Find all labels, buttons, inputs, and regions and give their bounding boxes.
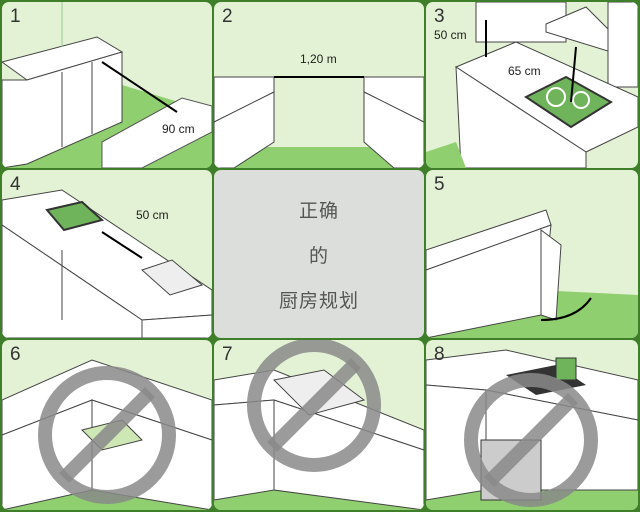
hood-gap-label: 50 cm <box>434 28 467 42</box>
prohibition-icon <box>38 366 176 504</box>
panel-5: 5 <box>426 170 638 338</box>
panel-number: 4 <box>10 174 21 195</box>
title-line-2: 的 <box>308 244 329 267</box>
wrong-drawer-under-hob-illustration <box>426 349 638 510</box>
corner-door-illustration <box>426 209 638 338</box>
panel-2: 2 1,20 m <box>214 2 424 168</box>
panel-1: 1 90 cm <box>2 2 212 168</box>
panel-3: 3 50 cm 65 cm <box>426 2 638 168</box>
corridor-width-illustration <box>2 2 212 168</box>
panel-number: 5 <box>434 174 445 195</box>
panel-7: 7 <box>214 340 424 510</box>
prohibition-icon <box>464 373 598 507</box>
panel-6: 6 <box>2 340 212 510</box>
panel-number: 6 <box>10 344 21 365</box>
panel-number: 7 <box>222 344 233 365</box>
measure-label: 90 cm <box>162 122 195 136</box>
aisle-width-illustration <box>214 76 424 168</box>
hood-height-illustration <box>426 2 638 168</box>
panel-number: 8 <box>434 344 445 365</box>
prohibition-icon <box>247 340 381 472</box>
title-panel: 正确 的 厨房规划 <box>214 170 424 338</box>
wrong-corner-drawer-illustration <box>2 359 212 510</box>
panel-number: 3 <box>434 6 445 27</box>
title-line-3: 厨房规划 <box>278 289 359 312</box>
measure-label: 50 cm <box>136 208 169 222</box>
title-line-1: 正确 <box>298 199 339 222</box>
hob-sink-distance-illustration <box>2 189 212 338</box>
hob-distance-label: 65 cm <box>508 64 541 78</box>
panel-8: 8 <box>426 340 638 510</box>
wrong-sink-corner-illustration <box>214 340 424 510</box>
panel-4: 4 50 cm <box>2 170 212 338</box>
measure-label: 1,20 m <box>300 52 337 66</box>
panel-number: 2 <box>222 6 233 27</box>
panel-number: 1 <box>10 6 21 27</box>
